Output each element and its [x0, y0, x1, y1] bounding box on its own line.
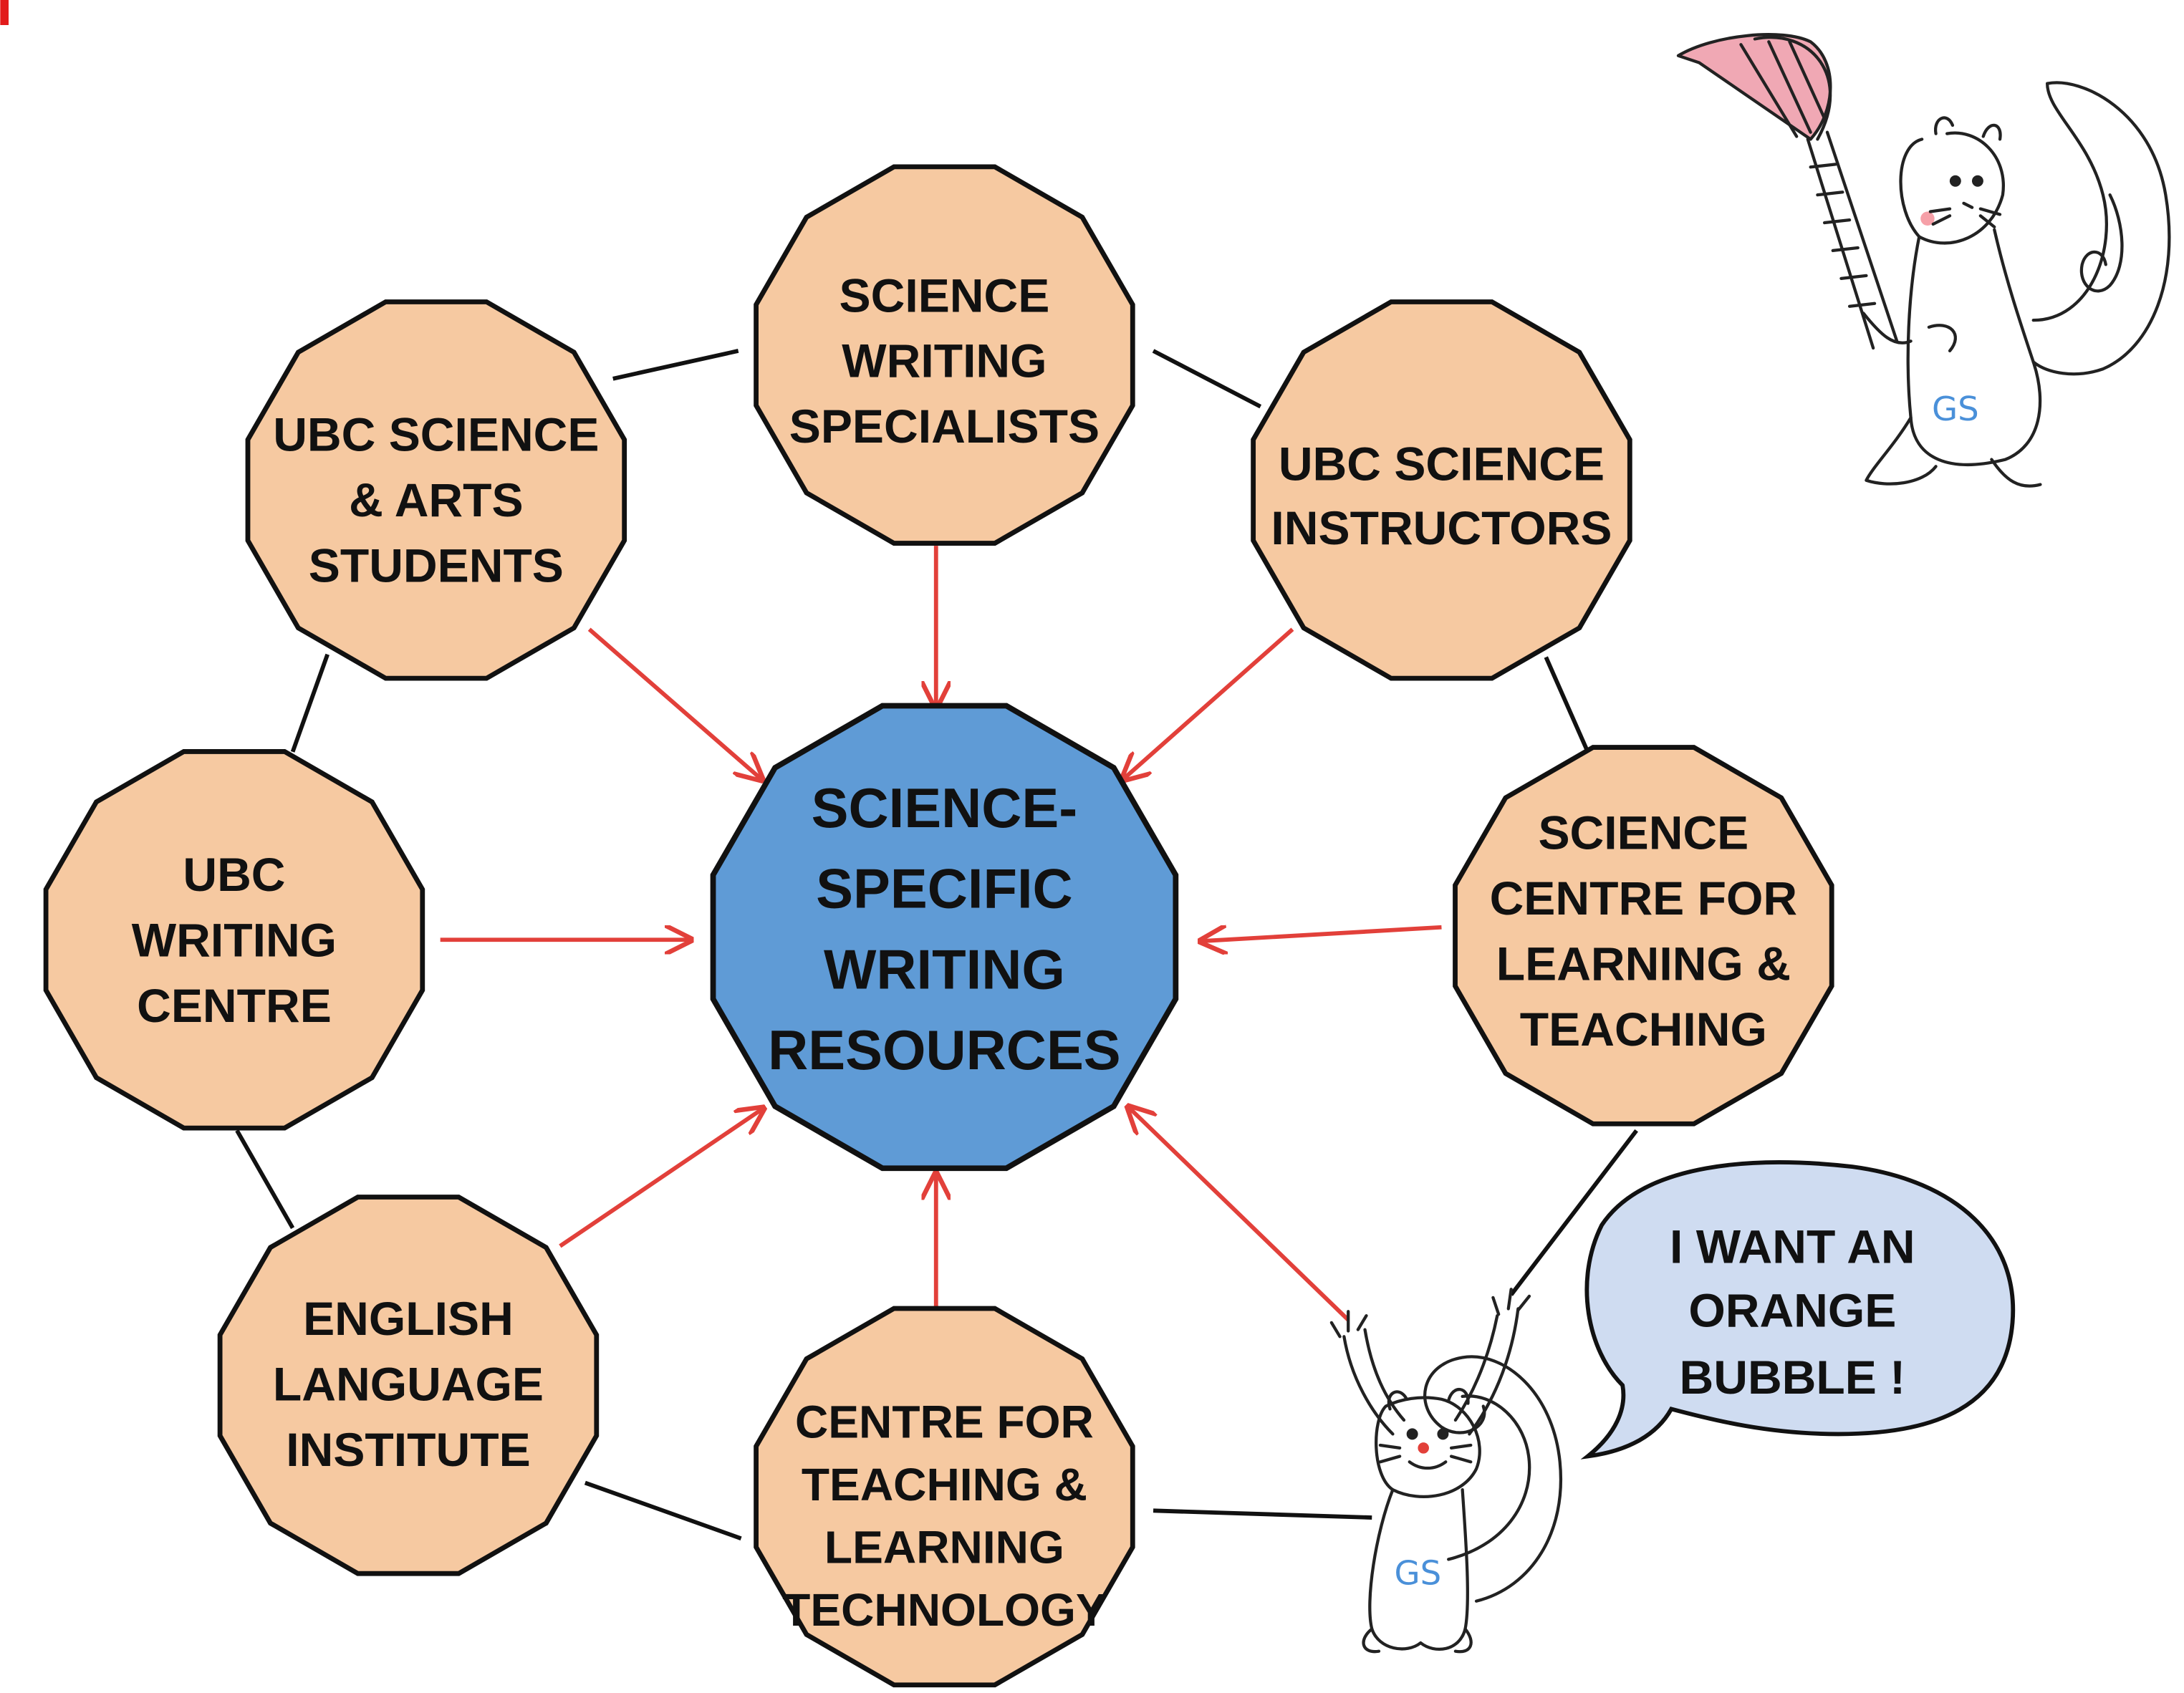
ring-line-6 [584, 1480, 742, 1540]
arrow-group [440, 546, 1442, 1322]
node-shape [1251, 299, 1632, 681]
node-label-line: SPECIALISTS [789, 400, 1100, 453]
arrow-5 [559, 1108, 764, 1248]
node-label-line: STUDENTS [309, 539, 564, 592]
ring-line-3 [1544, 656, 1590, 753]
node-label-line: LANGUAGE [273, 1359, 544, 1412]
node-shape [754, 1306, 1135, 1688]
node-ubc-science-arts-students: UBC SCIENCE & ARTS STUDENTS [245, 299, 627, 681]
arrow-7 [587, 627, 762, 780]
node-science-writing-specialists: SCIENCE WRITING SPECIALISTS [754, 164, 1135, 546]
bubble-line-1: I WANT AN [1670, 1220, 1915, 1273]
node-label-line: UBC [183, 849, 285, 902]
node-label-line: UBC SCIENCE [273, 409, 599, 462]
arrow-3 [1201, 927, 1442, 941]
painter-initials: GS [1932, 390, 1979, 429]
ring-line-8 [290, 653, 329, 753]
node-label-line: ENGLISH [303, 1293, 514, 1346]
node-shape [245, 299, 627, 681]
node-group: SCIENCE WRITING SPECIALISTS UBC SCIENCE INST… [43, 164, 1834, 1688]
red-corner-mark [0, 0, 9, 25]
ring-connectors [235, 349, 1638, 1540]
node-label-line: & ARTS [349, 474, 524, 527]
node-label-line: INSTITUTE [286, 1424, 530, 1477]
node-shape [217, 1195, 600, 1576]
node-science-centre-learning-teaching: SCIENCE CENTRE FOR LEARNING & TEACHING [1453, 745, 1834, 1127]
node-shape [754, 164, 1135, 546]
node-shape [1453, 745, 1834, 1127]
node-label-line: WRITING [842, 335, 1047, 388]
arrow-8 [1128, 1107, 1350, 1322]
speech-bubble: I WANT AN ORANGE BUBBLE ! [1580, 1160, 2016, 1460]
squirrel-painter-icon: GS [1676, 33, 2171, 488]
node-shape [43, 749, 425, 1131]
center-label-line: RESOURCES [768, 1020, 1121, 1081]
center-label-line: WRITING [824, 939, 1065, 1000]
node-label-line: LEARNING & [1496, 937, 1791, 990]
node-ubc-writing-centre: UBC WRITING CENTRE [43, 749, 425, 1131]
node-label-line: TECHNOLOGY [782, 1584, 1107, 1636]
node-label-line: WRITING [132, 914, 337, 967]
node-label-line: TEACHING [1520, 1003, 1767, 1056]
center-label-line: SCIENCE- [812, 778, 1078, 839]
bubble-line-2: ORANGE [1688, 1285, 1896, 1338]
center-node: SCIENCE- SPECIFIC WRITING RESOURCES [710, 703, 1179, 1172]
squirrel-cheering-icon: GS [1329, 1288, 1562, 1654]
ring-line-5 [1153, 1508, 1372, 1520]
arrow-2 [1122, 627, 1294, 780]
node-label-line: CENTRE FOR [1490, 872, 1798, 925]
ring-line-4 [1509, 1129, 1638, 1296]
node-centre-teaching-learning-technology: CENTRE FOR TEACHING & LEARNING TECHNOLOGY [754, 1306, 1135, 1688]
node-label-line: CENTRE [137, 980, 332, 1033]
node-label-line: SCIENCE [1538, 807, 1748, 860]
node-english-language-institute: ENGLISH LANGUAGE INSTITUTE [217, 1195, 600, 1576]
node-label-line: CENTRE FOR [795, 1396, 1094, 1447]
node-label-line: LEARNING [824, 1521, 1064, 1573]
ring-line-7 [235, 1129, 295, 1230]
node-label-line: INSTRUCTORS [1271, 502, 1612, 555]
node-label-line: UBC SCIENCE [1279, 438, 1605, 491]
node-label-line: TEACHING & [802, 1459, 1087, 1510]
cheering-initials: GS [1395, 1554, 1442, 1593]
ring-line-1 [612, 349, 739, 381]
center-label-line: SPECIFIC [816, 859, 1073, 920]
bubble-line-3: BUBBLE ! [1680, 1351, 1906, 1404]
node-ubc-science-instructors: UBC SCIENCE INSTRUCTORS [1251, 299, 1632, 681]
node-label-line: SCIENCE [840, 269, 1050, 322]
center-shape [710, 703, 1179, 1172]
ring-line-2 [1152, 349, 1262, 409]
